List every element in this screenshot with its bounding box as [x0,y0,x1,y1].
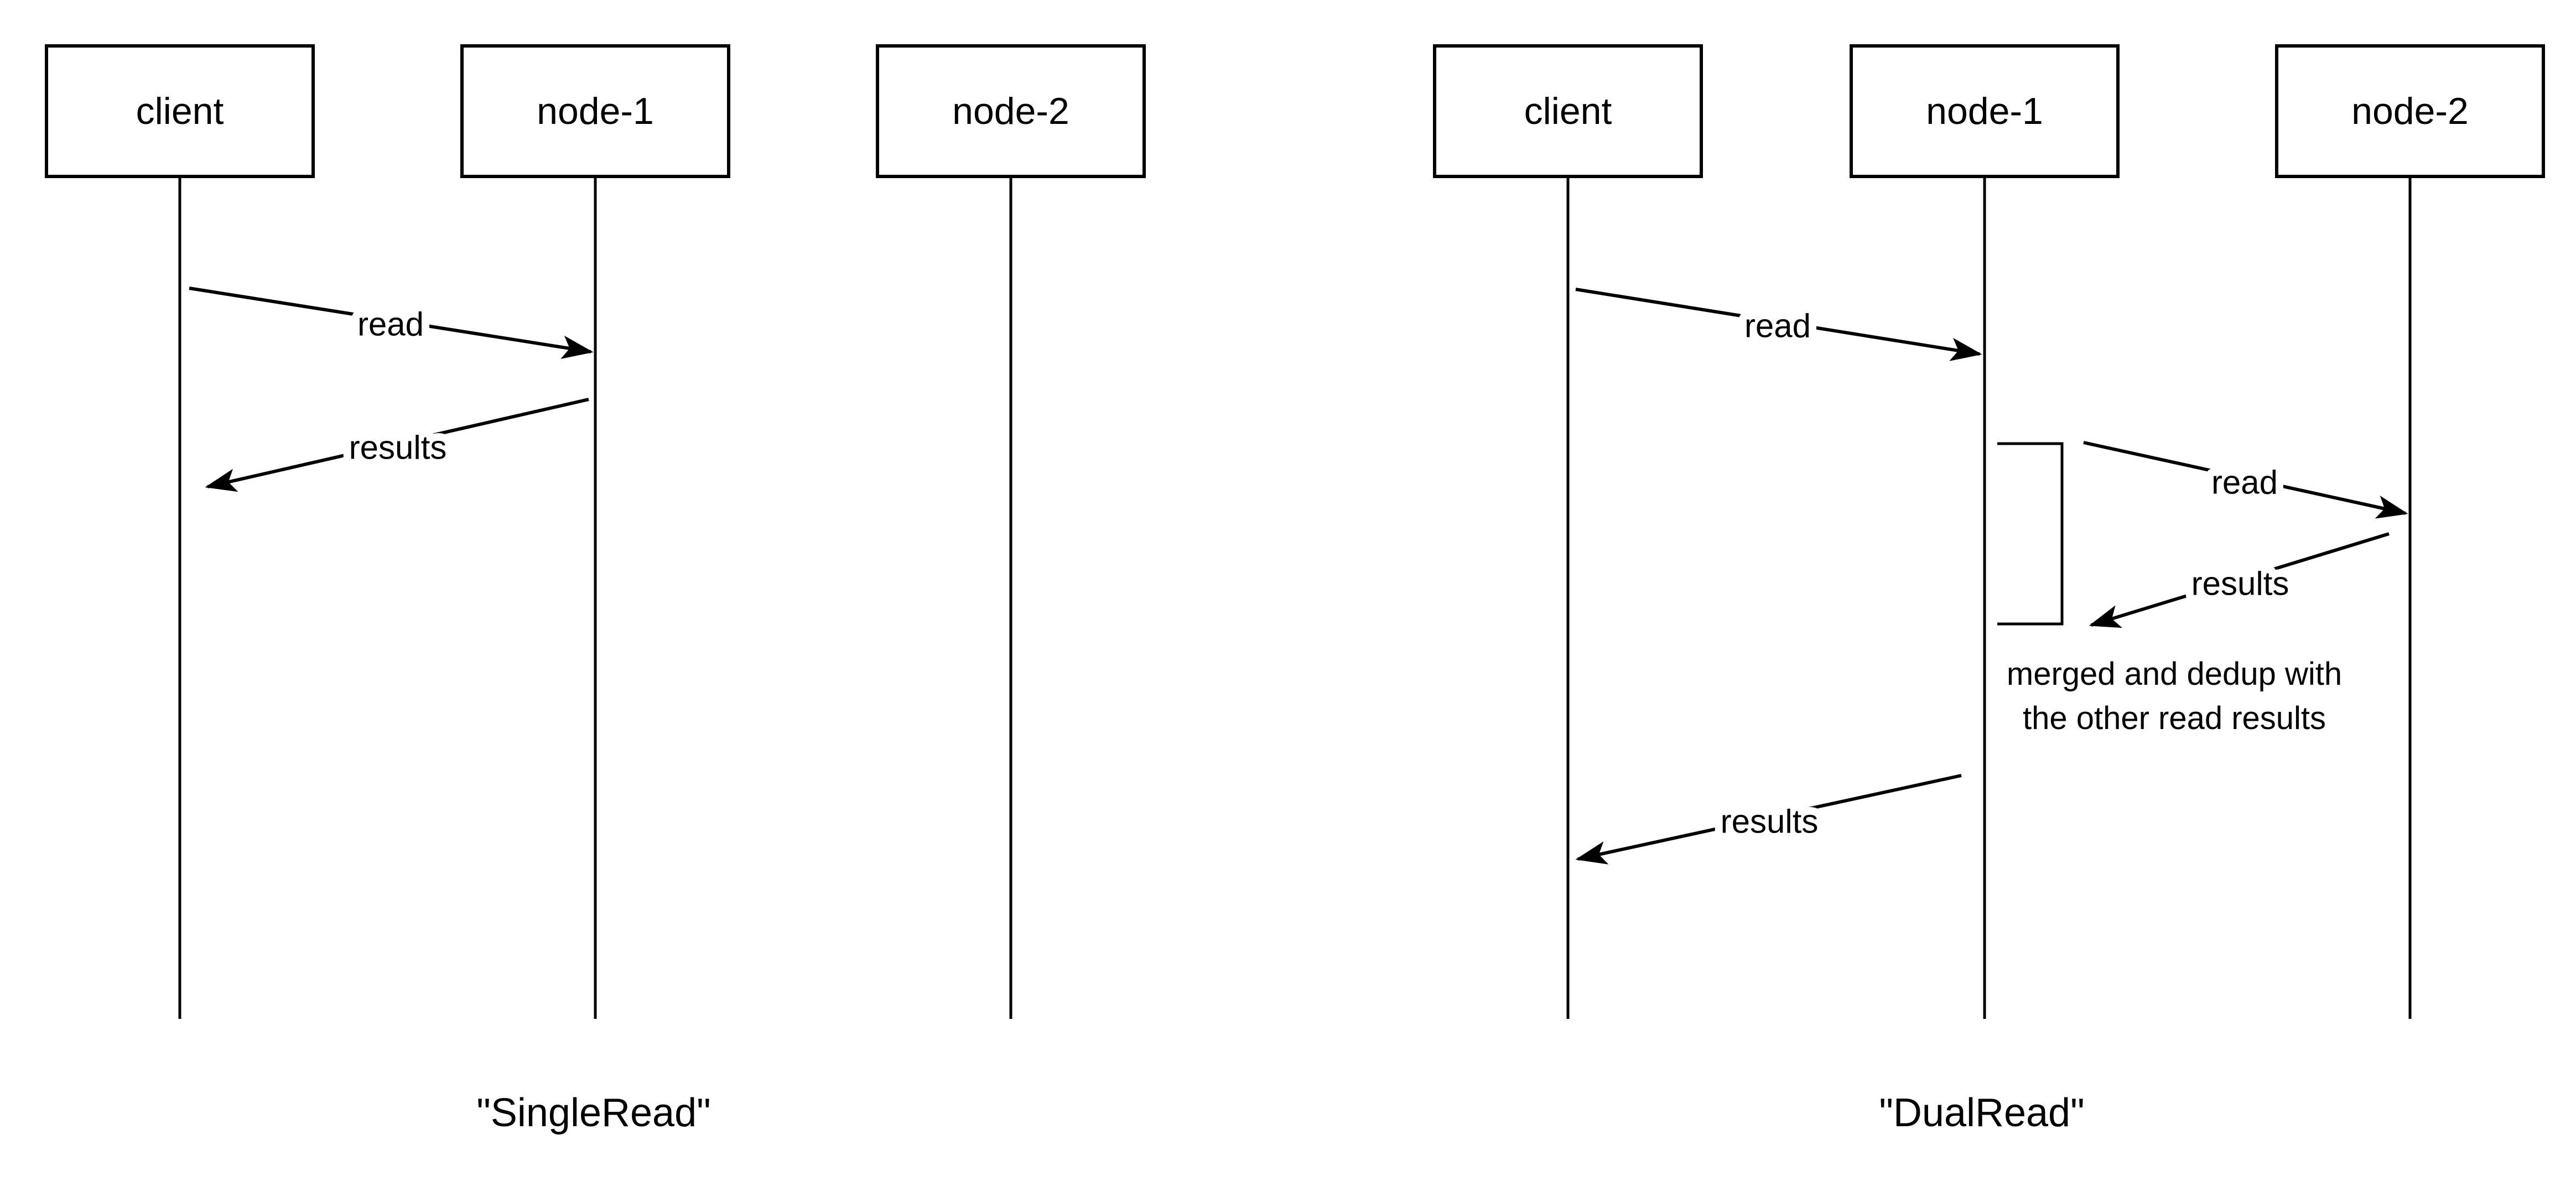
message-arrow-right-read-1 [1575,288,1982,361]
note-line-2: the other read results [2022,700,2326,736]
diagram-caption-single-read: "SingleRead" [476,1091,711,1135]
message-arrow-left-results [205,398,589,492]
message-label: results [1721,803,1819,840]
actor-box-right-node-2: node-2 [2275,44,2545,178]
message-label: read [2211,464,2278,501]
note-text: merged and dedup with the other read res… [1981,652,2368,741]
message-arrow-left-read [189,287,594,359]
activation-bracket [1997,442,2064,626]
diagram-caption-dual-read: "DualRead" [1879,1091,2085,1135]
message-label: read [357,306,424,343]
message-label: results [349,429,447,466]
message-label: results [2191,565,2289,602]
actor-box-left-client: client [45,44,315,178]
actor-box-right-client: client [1433,44,1703,178]
message-arrow-right-read-2 [2083,441,2408,519]
message-arrow-right-results-2 [1575,774,1962,865]
message-label: read [1744,308,1811,345]
message-arrow-right-results-1 [2089,532,2390,628]
actor-box-left-node-1: node-1 [460,44,730,178]
note-line-1: merged and dedup with [2006,656,2343,692]
actor-box-left-node-2: node-2 [876,44,1146,178]
actor-box-right-node-1: node-1 [1850,44,2120,178]
